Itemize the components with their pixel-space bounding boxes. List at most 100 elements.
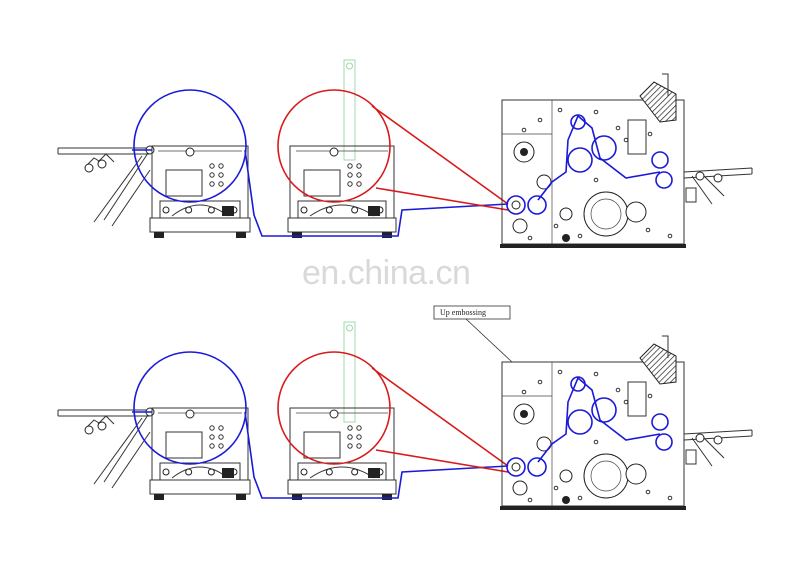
- bolt: [593, 439, 599, 445]
- conveyor-pulley: [713, 435, 723, 445]
- arm-pivot: [97, 159, 107, 169]
- transfer-roll: [591, 397, 617, 423]
- bolt-hole: [209, 434, 215, 440]
- callout-up-embossing: Up embossing: [433, 305, 513, 363]
- watermark-text: en.china.cn: [302, 254, 470, 292]
- internal-web-path: [537, 114, 661, 201]
- bolt: [521, 127, 527, 133]
- unwind-stand-2: [287, 145, 397, 238]
- unwind-stand-1: [149, 145, 251, 238]
- guide-column: [343, 321, 356, 423]
- stand-foot: [292, 494, 302, 500]
- transfer-roll: [567, 147, 593, 173]
- paper-web-red: [371, 367, 509, 473]
- paper-web-red: [371, 105, 509, 211]
- bolt-hole: [356, 443, 362, 449]
- bolt-hole: [356, 172, 362, 178]
- bolt: [577, 233, 583, 239]
- motor-block: [368, 468, 380, 478]
- stacker-plate: [639, 343, 677, 385]
- pressure-roll: [655, 171, 673, 189]
- roll-core-1: [185, 409, 195, 419]
- bolt-hole: [356, 163, 362, 169]
- bolt-hole: [356, 181, 362, 187]
- discharge-conveyor: [683, 429, 753, 467]
- conveyor-bracket: [685, 187, 697, 203]
- embossing-roll: [506, 457, 526, 477]
- drive-roller: [351, 468, 359, 476]
- bolt: [553, 223, 559, 229]
- roll-core-2: [329, 147, 339, 157]
- bolt: [557, 107, 563, 113]
- roll-core-1: [185, 147, 195, 157]
- bolt: [527, 235, 533, 241]
- idler-roll: [559, 207, 573, 221]
- bolt: [667, 495, 673, 501]
- pressure-roll: [651, 413, 669, 431]
- main-base: [500, 244, 686, 248]
- arm-pivot: [84, 425, 94, 435]
- folding-cylinder: [583, 453, 629, 499]
- bolt: [537, 117, 543, 123]
- idler-roll: [562, 496, 570, 504]
- arm-pivot: [97, 421, 107, 431]
- transfer-roll: [591, 135, 617, 161]
- parent-roll-2: [277, 351, 391, 465]
- roll-core-2: [329, 409, 339, 419]
- stand-window: [303, 431, 341, 459]
- guide-column: [343, 59, 356, 161]
- bolt-hole: [209, 163, 215, 169]
- stand-window: [165, 431, 203, 459]
- loading-lever: [93, 411, 151, 489]
- paper-web-path: [244, 149, 509, 237]
- motor-block: [222, 206, 234, 216]
- guide-column-hole: [346, 324, 353, 332]
- embossing-roll-core: [511, 200, 521, 210]
- delivery-roll: [625, 463, 647, 485]
- bolt-hole: [209, 443, 215, 449]
- bolt-hole: [347, 163, 353, 169]
- bolt: [645, 489, 651, 495]
- bolt-hole: [347, 434, 353, 440]
- loading-lever: [93, 149, 151, 227]
- drive-belt: [171, 466, 229, 479]
- callout-box: [433, 305, 511, 320]
- bolt-hole: [218, 425, 224, 431]
- drive-roller: [351, 206, 359, 214]
- stand-window: [303, 169, 341, 197]
- bolt-hole: [347, 443, 353, 449]
- guide-column-hole: [346, 62, 353, 70]
- stand-base: [149, 479, 251, 495]
- bolt: [557, 369, 563, 375]
- paper-web-path: [244, 411, 509, 499]
- drive-roller: [207, 206, 215, 214]
- stand-window: [165, 169, 203, 197]
- idler-roll: [562, 234, 570, 242]
- bolt-hole: [218, 434, 224, 440]
- main-base: [500, 506, 686, 510]
- embossing-roll-core: [511, 462, 521, 472]
- main-machine: [500, 73, 753, 248]
- knife-unit: [627, 119, 647, 155]
- view-top: [57, 59, 753, 248]
- bolt-hole: [347, 425, 353, 431]
- arm-pivot: [84, 163, 94, 173]
- transfer-roll: [567, 409, 593, 435]
- bolt: [645, 227, 651, 233]
- bolt: [553, 485, 559, 491]
- bolt-hole: [209, 425, 215, 431]
- stacker-rod: [662, 73, 669, 96]
- conveyor-pulley: [695, 433, 705, 443]
- parent-roll-1: [133, 89, 247, 203]
- conveyor-pulley: [695, 171, 705, 181]
- guide-roll: [512, 218, 528, 234]
- bolt-hole: [218, 443, 224, 449]
- bolt-hole: [356, 434, 362, 440]
- motor-block: [368, 206, 380, 216]
- folding-cylinder: [583, 191, 629, 237]
- unwind-stand-1: [149, 407, 251, 500]
- stand-foot: [154, 494, 164, 500]
- drive-roller: [300, 206, 308, 214]
- parent-roll-1: [133, 351, 247, 465]
- motor-block: [222, 468, 234, 478]
